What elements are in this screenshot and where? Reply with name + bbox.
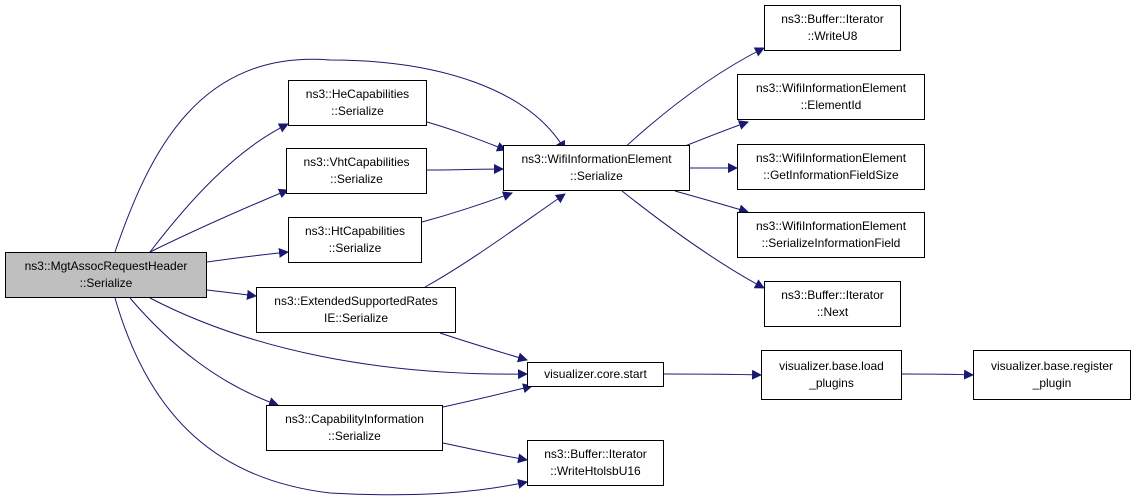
node-label-line2: ::WriteU8 (807, 29, 858, 43)
node-ht-capabilities-serialize[interactable]: ns3::HtCapabilities ::Serialize (288, 217, 422, 263)
edge-root-to-he (149, 123, 289, 253)
node-label-line1: visualizer.base.register (990, 359, 1114, 373)
edge-cap-to-htolsb (442, 442, 528, 464)
node-label-line2: ::Serialize (570, 169, 623, 183)
node-label-line2: ::Serialize (328, 429, 381, 443)
node-label-line2: ::Serialize (79, 276, 133, 290)
node-mgt-assoc-request-header-serialize[interactable]: ns3::MgtAssocRequestHeader ::Serialize (5, 252, 207, 298)
node-label-line2: ::Next (816, 305, 849, 319)
node-buffer-iterator-write-u8[interactable]: ns3::Buffer::Iterator ::WriteU8 (764, 5, 901, 51)
edge-cap-to-vcs (442, 383, 533, 408)
node-label-line1: ns3::WifiInformationElement (521, 152, 672, 166)
node-wifi-information-element-serialize[interactable]: ns3::WifiInformationElement ::Serialize (503, 145, 690, 191)
node-label-line1: ns3::Buffer::Iterator (781, 12, 884, 26)
node-label-line1: ns3::CapabilityInformation (285, 412, 424, 426)
node-label-line1: visualizer.base.load (779, 359, 884, 373)
edge-ht-to-wie (421, 191, 513, 223)
edge-wie-to-serfield (674, 190, 749, 215)
edge-root-to-vht (149, 188, 289, 253)
node-label-line1: ns3::HtCapabilities (304, 224, 406, 238)
edge-esr-to-wie (424, 193, 566, 288)
node-buffer-iterator-next[interactable]: ns3::Buffer::Iterator ::Next (764, 281, 901, 327)
node-label-line1: ns3::MgtAssocRequestHeader (24, 259, 188, 273)
edge-root-to-esr (206, 289, 257, 300)
node-visualizer-base-load-plugins[interactable]: visualizer.base.load _plugins (761, 350, 902, 400)
node-label-line1: ns3::WifiInformationElement (755, 151, 907, 165)
node-label-line1: ns3::Buffer::Iterator (544, 447, 647, 461)
node-label-line2: ::Serialize (330, 172, 383, 186)
node-wifi-information-element-get-information-field-size[interactable]: ns3::WifiInformationElement ::GetInforma… (737, 144, 925, 190)
node-label-line2: ::GetInformationFieldSize (763, 168, 899, 182)
edge-wie-to-next (621, 190, 765, 289)
edge-vht-to-wie (426, 164, 504, 175)
node-visualizer-base-register-plugin[interactable]: visualizer.base.register _plugin (973, 350, 1131, 400)
edge-loadp-to-regp (901, 369, 974, 380)
node-label-line2: IE::Serialize (323, 311, 389, 325)
edge-wie-to-writeu8 (621, 47, 765, 151)
node-label-line2: ::SerializeInformationField (761, 236, 901, 250)
node-label-line1: ns3::WifiInformationElement (755, 81, 907, 95)
node-capability-information-serialize[interactable]: ns3::CapabilityInformation ::Serialize (266, 405, 443, 451)
edge-root-to-cap (129, 297, 279, 407)
node-visualizer-core-start[interactable]: visualizer.core.start (527, 362, 664, 387)
node-label-line2: ::WriteHtolsbU16 (550, 464, 641, 478)
node-label-line1: ns3::ExtendedSupportedRates (274, 294, 438, 308)
edge-root-to-htolsb (114, 297, 528, 496)
node-label-line1: ns3::WifiInformationElement (755, 219, 907, 233)
edge-vcs-to-loadp (663, 369, 762, 380)
node-label-line1: visualizer.core.start (544, 367, 647, 381)
edge-root-to-ht (206, 247, 289, 263)
node-label-line1: ns3::Buffer::Iterator (781, 288, 884, 302)
node-label-line2: ::Serialize (331, 104, 384, 118)
node-buffer-iterator-write-htolsb-u16[interactable]: ns3::Buffer::Iterator ::WriteHtolsbU16 (527, 440, 664, 486)
node-label-line2: ::ElementId (800, 98, 862, 112)
node-wifi-information-element-serialize-information-field[interactable]: ns3::WifiInformationElement ::SerializeI… (737, 212, 925, 258)
edge-esr-to-vcs (439, 332, 528, 363)
edge-root-to-wie (114, 58, 566, 253)
node-label-line1: ns3::HeCapabilities (305, 87, 410, 101)
node-label-line2: _plugin (1032, 376, 1072, 390)
node-extended-supported-rates-ie-serialize[interactable]: ns3::ExtendedSupportedRates IE::Serializ… (256, 287, 456, 333)
node-label-line2: ::Serialize (328, 241, 382, 255)
node-he-capabilities-serialize[interactable]: ns3::HeCapabilities ::Serialize (288, 80, 427, 126)
node-wifi-information-element-element-id[interactable]: ns3::WifiInformationElement ::ElementId (737, 74, 925, 120)
node-vht-capabilities-serialize[interactable]: ns3::VhtCapabilities ::Serialize (286, 148, 427, 194)
node-label-line1: ns3::VhtCapabilities (303, 155, 410, 169)
edge-root-to-vcs (149, 297, 528, 380)
edge-he-to-wie (426, 121, 507, 152)
node-label-line2: _plugins (809, 376, 854, 390)
